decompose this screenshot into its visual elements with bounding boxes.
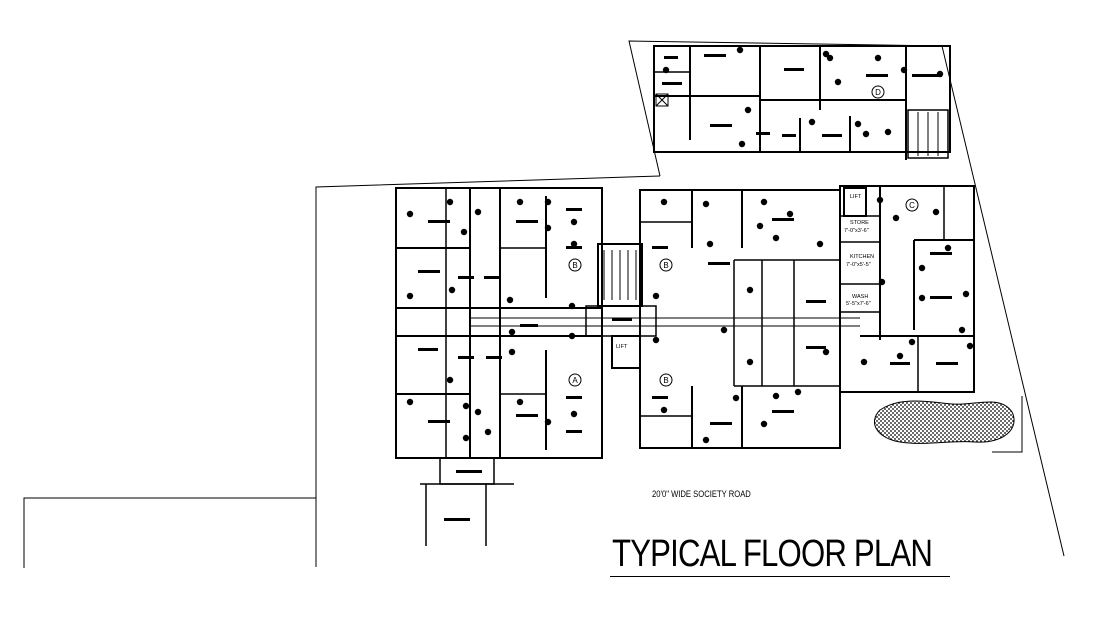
lift-label-top: LIFT [850, 194, 862, 200]
unit-marker-c: C [909, 201, 915, 210]
unit-marker-d: D [875, 88, 881, 97]
kitchen-label: KITCHEN [850, 254, 874, 260]
store-label: STORE [850, 220, 869, 226]
wing-west [395, 187, 603, 546]
unit-marker-b2: B [663, 261, 668, 270]
plan-title: TYPICAL FLOOR PLAN [612, 533, 933, 575]
site-boundary [23, 40, 1065, 568]
unit-markers [568, 85, 919, 387]
fixture-dots [406, 46, 974, 444]
unit-marker-b3: B [663, 376, 668, 385]
store-size: 7'-0"x3'-6" [844, 228, 869, 234]
wing-d [653, 45, 951, 160]
room-labels-small [418, 54, 958, 521]
title-underline [610, 576, 950, 577]
unit-marker-a: A [572, 376, 578, 385]
landscape-pond [874, 400, 1015, 444]
wash-size: 5'-5"x7'-6" [846, 301, 871, 307]
road-label: 20'0" WIDE SOCIETY ROAD [652, 489, 751, 499]
wash-label: WASH [852, 294, 868, 300]
unit-marker-b1: B [572, 261, 577, 270]
kitchen-size: 7'-0"x5'-5" [846, 262, 871, 268]
wing-c [839, 185, 975, 393]
lift-label-center: LIFT [616, 344, 628, 350]
wing-middle [639, 189, 841, 449]
